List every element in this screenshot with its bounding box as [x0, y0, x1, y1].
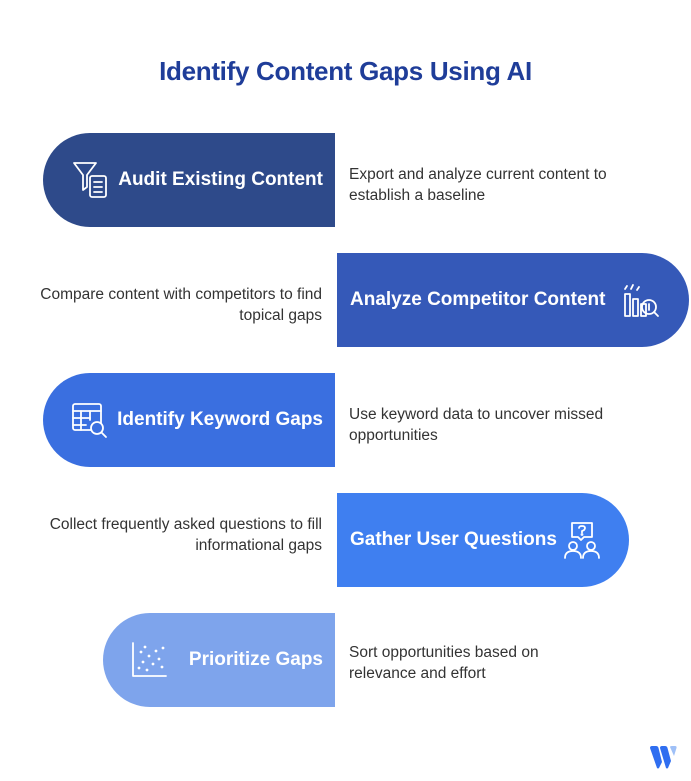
step-label: Analyze Competitor Content: [350, 289, 606, 310]
step-description: Collect frequently asked questions to fi…: [49, 516, 322, 554]
users-question-icon: [562, 520, 602, 560]
scatter-plot-icon: [129, 640, 169, 680]
step-label: Prioritize Gaps: [188, 649, 323, 670]
step-label: Audit Existing Content: [118, 169, 323, 190]
brand-logo-icon: [648, 744, 678, 770]
table-search-icon: [70, 400, 110, 440]
page-title: Identify Content Gaps Using AI: [159, 56, 532, 86]
step-prioritize-gaps: Prioritize Gaps: [103, 613, 335, 707]
filter-document-icon: [71, 160, 111, 200]
chart-magnifier-icon: [621, 280, 661, 320]
step-description: Compare content with competitors to find…: [40, 286, 322, 324]
step-description: Sort opportunities based on relevance an…: [349, 644, 539, 682]
step-description: Use keyword data to uncover missed oppor…: [349, 406, 604, 444]
step-label: Gather User Questions: [350, 529, 557, 550]
step-identify-keyword-gaps: Identify Keyword Gaps: [43, 373, 335, 467]
step-description: Export and analyze current content to es…: [349, 166, 607, 204]
step-audit-existing-content: Audit Existing Content: [43, 133, 335, 227]
step-label: Identify Keyword Gaps: [117, 409, 323, 430]
